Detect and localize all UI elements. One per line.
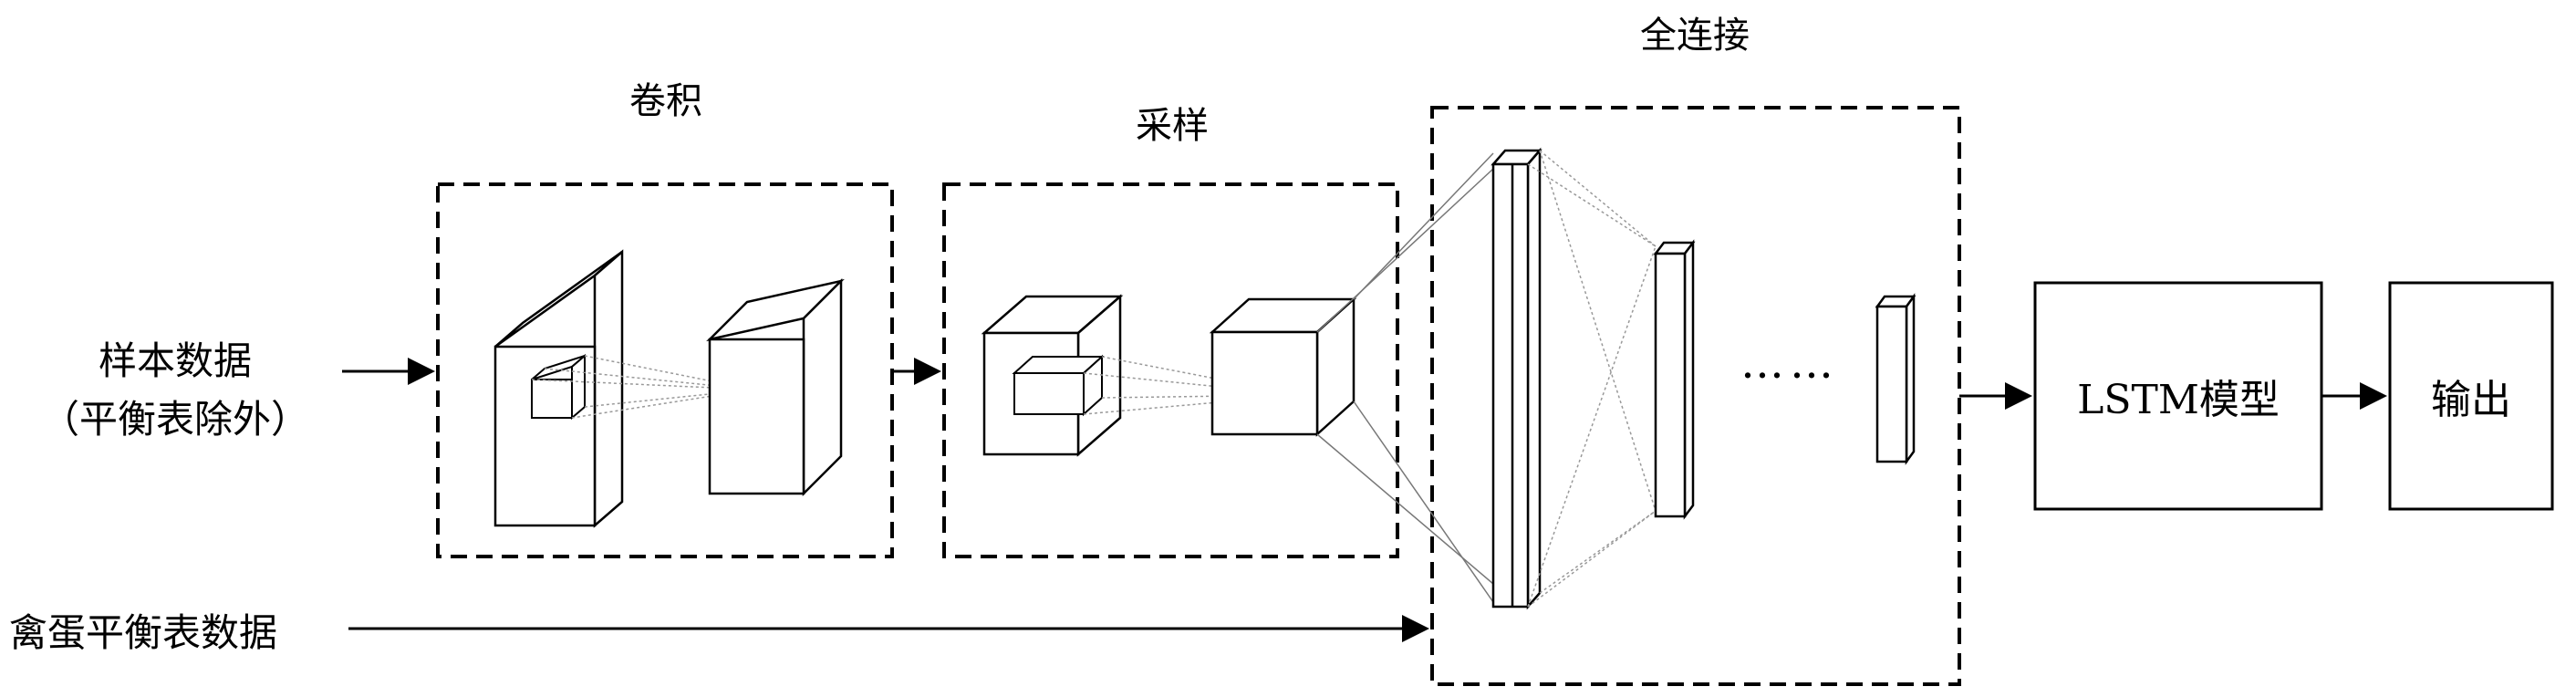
sampling-to-fc-lines xyxy=(1316,152,1494,603)
ellipsis-dots: …… xyxy=(1740,338,1839,389)
sampling-kernel-cube xyxy=(1012,354,1105,417)
lstm-label: LSTM模型 xyxy=(2077,377,2280,423)
fully-connected-stage-label: 全连接 xyxy=(1640,15,1750,57)
fc-layer-2 xyxy=(1653,239,1696,520)
fully-connected-stage-box xyxy=(1430,106,1961,686)
sampling-output-volume xyxy=(1209,296,1357,437)
sampling-stage-label: 采样 xyxy=(1136,105,1209,147)
conv-kernel-cube xyxy=(531,353,586,421)
output-box xyxy=(2388,281,2554,511)
sample-data-label-line2: （平衡表除外） xyxy=(40,397,310,442)
conv-stage-label: 卷积 xyxy=(629,80,702,122)
balance-table-label: 禽蛋平衡表数据 xyxy=(9,610,278,655)
output-label: 输出 xyxy=(2431,377,2511,423)
fc-layer-3 xyxy=(1875,293,1916,465)
sample-data-label-line1: 样本数据 xyxy=(98,338,253,383)
fc-layer-1 xyxy=(1491,147,1542,610)
sampling-stage-box xyxy=(942,182,1399,558)
fc-connection-lines xyxy=(1527,150,1657,608)
conv-output-volume xyxy=(706,277,845,497)
lstm-box xyxy=(2033,281,2323,511)
sample-data-label: 样本数据 （平衡表除外） xyxy=(41,332,309,449)
